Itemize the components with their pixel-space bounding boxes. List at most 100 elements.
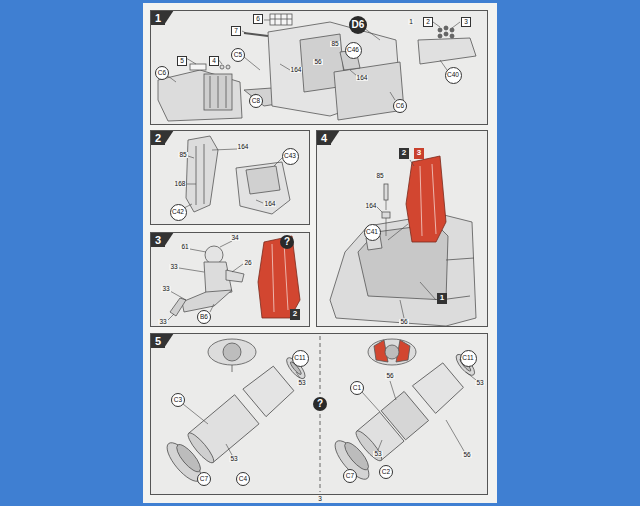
callout-number: 5 [180, 58, 184, 65]
step-panel: 4 23C41 1 [316, 130, 488, 327]
part-number: 85 [330, 41, 339, 48]
red-seat [406, 156, 446, 242]
callout-number: C4 [239, 476, 247, 483]
step-panel: 167D62354C5C46C6C40C8C6 [150, 10, 488, 125]
part-number: 56 [313, 59, 322, 66]
callout-number: C40 [447, 72, 459, 79]
part-circle: C46 [345, 42, 362, 59]
option-mark: ? [280, 235, 294, 249]
callout-number: 1 [440, 294, 444, 302]
callout-number: 2 [293, 310, 297, 318]
part-circle: C41 [364, 224, 381, 241]
callout-number: 2 [426, 19, 430, 26]
part-number: 26 [243, 260, 252, 267]
callout-number: C2 [382, 469, 390, 476]
inset-views [208, 339, 416, 372]
part-circle: C42 [170, 204, 187, 221]
part-circle: C7 [197, 472, 211, 486]
step-number: 5 [151, 334, 165, 348]
part-circle: C5 [231, 48, 245, 62]
divider [320, 414, 321, 492]
step-number: 4 [317, 131, 331, 145]
callout-number: D6 [352, 20, 365, 30]
callout-number: C42 [172, 209, 184, 216]
decal-box: 7 [231, 26, 241, 36]
option-mark: D6 [349, 16, 367, 34]
part-number: 164 [356, 75, 369, 82]
red-seat [258, 236, 300, 318]
step-ref-box: 3 [414, 148, 424, 159]
part-number: 33 [161, 286, 170, 293]
divider [320, 336, 321, 394]
cockpit-parts [158, 14, 476, 121]
part-circle: C8 [249, 94, 263, 108]
part-circle: C1 [350, 381, 364, 395]
pilot-figure [170, 246, 244, 316]
decal-box: 2 [423, 17, 433, 27]
leader-lines [183, 372, 476, 455]
callout-number: C6 [396, 103, 404, 110]
decal-box: 4 [209, 56, 219, 66]
part-circle: C43 [282, 148, 299, 165]
callout-number: C41 [366, 229, 378, 236]
part-number: 33 [158, 319, 167, 326]
part-circle: C6 [393, 99, 407, 113]
callout-number: ? [284, 237, 290, 247]
part-number: 53 [475, 380, 484, 387]
header-tails [164, 10, 340, 348]
part-circle: C7 [343, 469, 357, 483]
callout-number: B6 [200, 314, 208, 321]
part-circle: B6 [197, 310, 211, 324]
part-number: 168 [174, 181, 187, 188]
part-circle: C11 [292, 350, 309, 367]
step-panel: 5C11C3C7C4?C11C1C7C2 [150, 333, 488, 495]
part-circle: C6 [155, 66, 169, 80]
step-ref-box: 2 [399, 148, 409, 159]
callout-number: 7 [234, 28, 238, 35]
part-number: 164 [290, 67, 303, 74]
step-number: 3 [151, 233, 165, 247]
part-number: 164 [264, 201, 277, 208]
callout-number: C8 [252, 98, 260, 105]
part-number: 85 [178, 152, 187, 159]
part-number: 53 [297, 380, 306, 387]
callout-number: 6 [256, 16, 260, 23]
callout-number: 4 [212, 58, 216, 65]
step-number: 2 [151, 131, 165, 145]
callout-number: C3 [174, 397, 182, 404]
cockpit-tub [330, 214, 476, 326]
step-ref-box: 2 [290, 309, 300, 320]
step-panel: 2C43C42 [150, 130, 310, 225]
callout-number: C6 [158, 70, 166, 77]
callout-number: C7 [200, 476, 208, 483]
seat-parts [186, 136, 290, 214]
step-ref-box: 1 [437, 293, 447, 304]
part-circle: C11 [460, 350, 477, 367]
callout-number: C5 [234, 52, 242, 59]
option-mark: ? [313, 397, 327, 411]
leader-lines [168, 20, 460, 100]
part-number: 56 [385, 373, 394, 380]
leader-lines [376, 160, 436, 318]
callout-number: C11 [294, 355, 305, 362]
callout-number: C43 [284, 153, 296, 160]
part-number: 33 [169, 264, 178, 271]
part-number: 56 [399, 319, 408, 326]
decal-box: 6 [253, 14, 263, 24]
part-number: 34 [230, 235, 239, 242]
leader-lines [184, 149, 282, 208]
part-number: 164 [237, 144, 250, 151]
part-circle: C40 [445, 67, 462, 84]
step-panel: 3? B6 2 [150, 232, 310, 327]
callout-number: 3 [464, 19, 468, 26]
part-number: 56 [462, 452, 471, 459]
callout-number: 3 [417, 149, 421, 157]
part-number: 53 [229, 456, 238, 463]
step-number: 1 [151, 11, 165, 25]
part-number: 53 [373, 451, 382, 458]
leader-lines [168, 241, 243, 320]
exhaust-right [330, 343, 485, 484]
part-circle: C4 [236, 472, 250, 486]
